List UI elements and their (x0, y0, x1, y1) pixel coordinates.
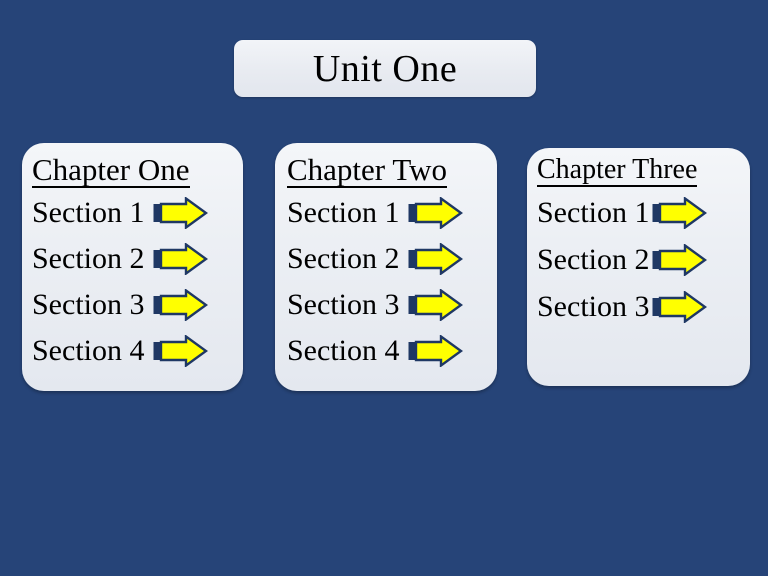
chapter-heading: Chapter One (32, 152, 190, 189)
section-row[interactable]: Section 4 (287, 328, 489, 374)
section-list: Section 1 Section 2 Se (32, 190, 235, 374)
right-arrow-icon[interactable] (407, 289, 463, 322)
section-label: Section 2 (537, 242, 650, 276)
section-label: Section 3 (287, 288, 400, 322)
section-label: Section 4 (32, 334, 145, 368)
section-label: Section 4 (287, 334, 400, 368)
page-title: Unit One (312, 47, 458, 90)
unit-title-box: Unit One (234, 40, 536, 97)
section-row[interactable]: Section 2 (537, 236, 744, 283)
section-row[interactable]: Section 2 (287, 236, 489, 282)
chapter-card-two[interactable]: Chapter Two Section 1 Section 2 (275, 143, 497, 391)
section-label: Section 2 (32, 242, 145, 276)
right-arrow-icon[interactable] (651, 290, 707, 323)
chapter-heading: Chapter Three (537, 154, 698, 188)
right-arrow-icon[interactable] (152, 289, 208, 322)
right-arrow-icon[interactable] (152, 197, 208, 230)
section-label: Section 1 (287, 196, 400, 230)
section-label: Section 3 (537, 289, 650, 323)
section-label: Section 1 (32, 196, 145, 230)
section-row[interactable]: Section 2 (32, 236, 235, 282)
right-arrow-icon[interactable] (651, 243, 707, 276)
right-arrow-icon[interactable] (152, 243, 208, 276)
section-row[interactable]: Section 1 (537, 189, 744, 236)
section-row[interactable]: Section 1 (32, 190, 235, 236)
section-label: Section 1 (537, 195, 650, 229)
section-row[interactable]: Section 4 (32, 328, 235, 374)
right-arrow-icon[interactable] (407, 197, 463, 230)
chapter-card-three[interactable]: Chapter Three Section 1 Section 2 (527, 148, 750, 386)
section-row[interactable]: Section 3 (537, 283, 744, 330)
section-label: Section 2 (287, 242, 400, 276)
section-list: Section 1 Section 2 Se (287, 190, 489, 374)
section-row[interactable]: Section 3 (287, 282, 489, 328)
chapter-heading: Chapter Two (287, 152, 447, 189)
section-row[interactable]: Section 1 (287, 190, 489, 236)
right-arrow-icon[interactable] (407, 335, 463, 368)
section-list: Section 1 Section 2 Se (537, 189, 744, 330)
right-arrow-icon[interactable] (407, 243, 463, 276)
chapter-card-one[interactable]: Chapter One Section 1 Section 2 (22, 143, 243, 391)
right-arrow-icon[interactable] (651, 196, 707, 229)
section-label: Section 3 (32, 288, 145, 322)
section-row[interactable]: Section 3 (32, 282, 235, 328)
right-arrow-icon[interactable] (152, 335, 208, 368)
